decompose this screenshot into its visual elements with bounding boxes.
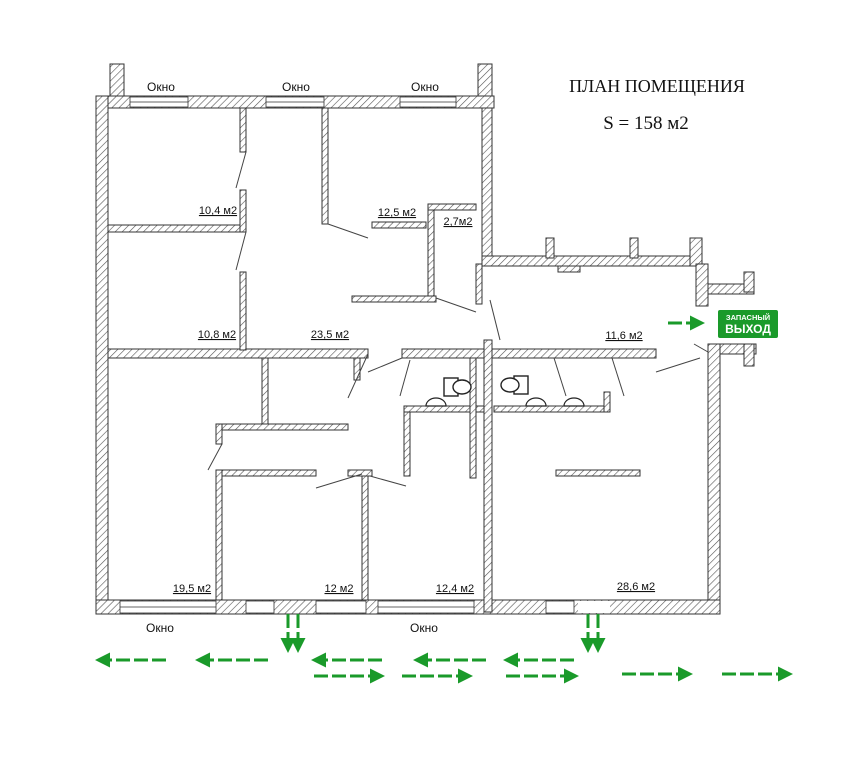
wall-step-post-3 bbox=[689, 237, 703, 267]
door-swings bbox=[207, 151, 709, 489]
room-area-2-7: 2,7м2 bbox=[444, 216, 473, 228]
wall-19-5-right bbox=[215, 469, 223, 601]
wall-exit-post-bottom bbox=[743, 343, 755, 367]
window-label-top-2: Окно bbox=[282, 80, 310, 94]
wall-left bbox=[95, 95, 109, 615]
wall-corridor-top bbox=[351, 295, 437, 303]
wall-right-mid bbox=[695, 263, 709, 307]
window-label-top-1: Окно bbox=[147, 80, 175, 94]
wall-wc-left bbox=[403, 409, 411, 477]
wall-2-7-left bbox=[427, 203, 435, 299]
wall-step-post-2 bbox=[629, 237, 639, 259]
room-area-11-6: 11,6 м2 bbox=[605, 330, 642, 342]
wall-closet-bottom bbox=[215, 423, 349, 431]
exit-sign-background bbox=[718, 310, 778, 338]
room-area-10-8: 10,8 м2 bbox=[198, 329, 236, 341]
outer-walls bbox=[95, 63, 757, 615]
room-area-12-5: 12,5 м2 bbox=[378, 207, 416, 219]
wall-12-right bbox=[361, 471, 369, 601]
wall-step-post-1 bbox=[545, 237, 555, 259]
wall-12-top bbox=[215, 469, 317, 477]
sink-icon bbox=[563, 397, 585, 407]
exit-sign-line-1: ЗАПАСНЫЙ bbox=[726, 313, 770, 322]
room-area-12: 12 м2 bbox=[325, 583, 354, 595]
wall-12-5-bottom bbox=[371, 221, 427, 229]
toilet-icon bbox=[500, 375, 529, 395]
wall-closet-left bbox=[261, 357, 269, 425]
wall-wc2-stub bbox=[603, 391, 611, 413]
room-area-19-5: 19,5 м2 bbox=[173, 583, 211, 595]
wall-closet-stub bbox=[215, 423, 223, 445]
wall-wc2-bottom bbox=[493, 405, 611, 413]
wall-center-vertical bbox=[483, 339, 493, 613]
plan-area-total: S = 158 м2 bbox=[603, 113, 689, 134]
room-area-12-4: 12,4 м2 bbox=[436, 583, 474, 595]
emergency-exit-sign: ЗАПАСНЫЙ ВЫХОД bbox=[718, 310, 778, 338]
wall-v-a bbox=[239, 107, 247, 153]
exit-sign-line-2: ВЫХОД bbox=[725, 322, 771, 336]
wall-2-7-right bbox=[475, 263, 483, 305]
wall-v-b bbox=[239, 189, 247, 233]
fixtures bbox=[425, 375, 585, 407]
wall-mid-right bbox=[401, 348, 657, 359]
sink-icon bbox=[425, 397, 447, 407]
window-label-top-3: Окно bbox=[411, 80, 439, 94]
wall-closet-right bbox=[353, 357, 361, 381]
wall-right-lower bbox=[707, 343, 721, 615]
wall-step-top bbox=[481, 255, 703, 267]
wall-mid-left bbox=[107, 348, 369, 359]
wall-12-5-left bbox=[321, 107, 329, 225]
wall-exit-post-top bbox=[743, 271, 755, 293]
wall-10-4-bottom bbox=[107, 224, 247, 233]
wall-stub-right bbox=[477, 63, 493, 97]
sink-icon bbox=[525, 397, 547, 407]
interior-walls bbox=[107, 107, 657, 613]
window-label-bottom-1: Окно bbox=[146, 621, 174, 635]
toilet-icon bbox=[443, 377, 472, 397]
wall-v-c bbox=[239, 271, 247, 351]
wall-2-7-top bbox=[427, 203, 477, 211]
window-openings bbox=[119, 96, 610, 614]
wall-stub-left bbox=[109, 63, 125, 97]
wall-right-upper bbox=[481, 107, 493, 265]
room-area-10-4: 10,4 м2 bbox=[199, 205, 237, 217]
wall-12-4-top bbox=[347, 469, 373, 477]
wall-28-6-partition bbox=[555, 469, 641, 477]
plan-title: ПЛАН ПОМЕЩЕНИЯ bbox=[569, 76, 745, 96]
wall-niche bbox=[557, 265, 581, 273]
evacuation-arrows bbox=[95, 315, 793, 684]
wall-wc-mid bbox=[469, 357, 477, 479]
window-label-bottom-2: Окно bbox=[410, 621, 438, 635]
room-area-23-5: 23,5 м2 bbox=[311, 329, 349, 341]
room-area-28-6: 28,6 м2 bbox=[617, 581, 655, 593]
